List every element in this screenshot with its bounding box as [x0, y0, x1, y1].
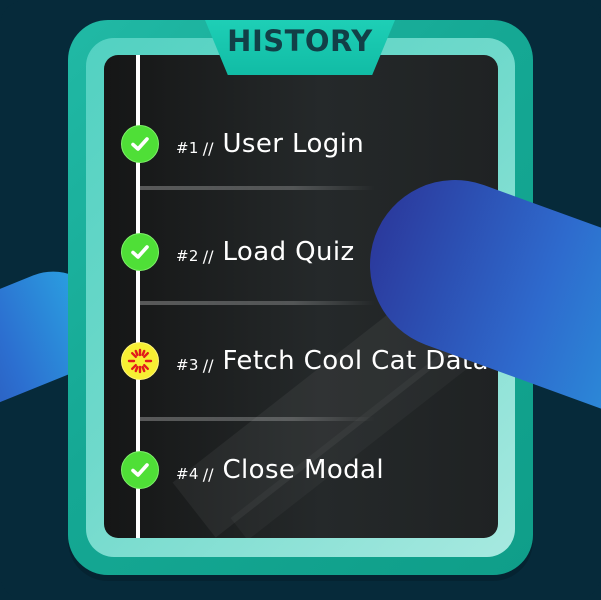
history-step-2: #2 // Load Quiz	[121, 232, 355, 272]
step-separator: //	[202, 138, 214, 158]
loading-spinner-icon	[121, 342, 159, 380]
timeline-line	[136, 55, 140, 538]
step-label: Close Modal	[222, 455, 384, 485]
step-number: #1	[176, 139, 199, 157]
step-number: #2	[176, 247, 199, 265]
step-label: User Login	[222, 129, 365, 159]
history-step-4: #4 // Close Modal	[121, 450, 384, 490]
history-step-3: #3 // Fetch Cool Cat Data	[121, 341, 489, 381]
spinner-glyph	[127, 348, 153, 374]
checkmark-glyph	[131, 137, 149, 151]
checkmark-glyph	[131, 463, 149, 477]
step-label: Load Quiz	[222, 237, 355, 267]
check-icon	[121, 451, 159, 489]
step-divider	[140, 186, 375, 190]
step-separator: //	[202, 464, 214, 484]
step-number: #3	[176, 356, 199, 374]
step-separator: //	[202, 246, 214, 266]
check-icon	[121, 125, 159, 163]
page-title: HISTORY	[227, 24, 373, 58]
check-icon	[121, 233, 159, 271]
checkmark-glyph	[131, 245, 149, 259]
step-divider	[140, 301, 375, 305]
history-step-1: #1 // User Login	[121, 124, 364, 164]
step-separator: //	[202, 355, 214, 375]
step-number: #4	[176, 465, 199, 483]
step-divider	[140, 417, 375, 421]
title-tab	[205, 20, 395, 75]
